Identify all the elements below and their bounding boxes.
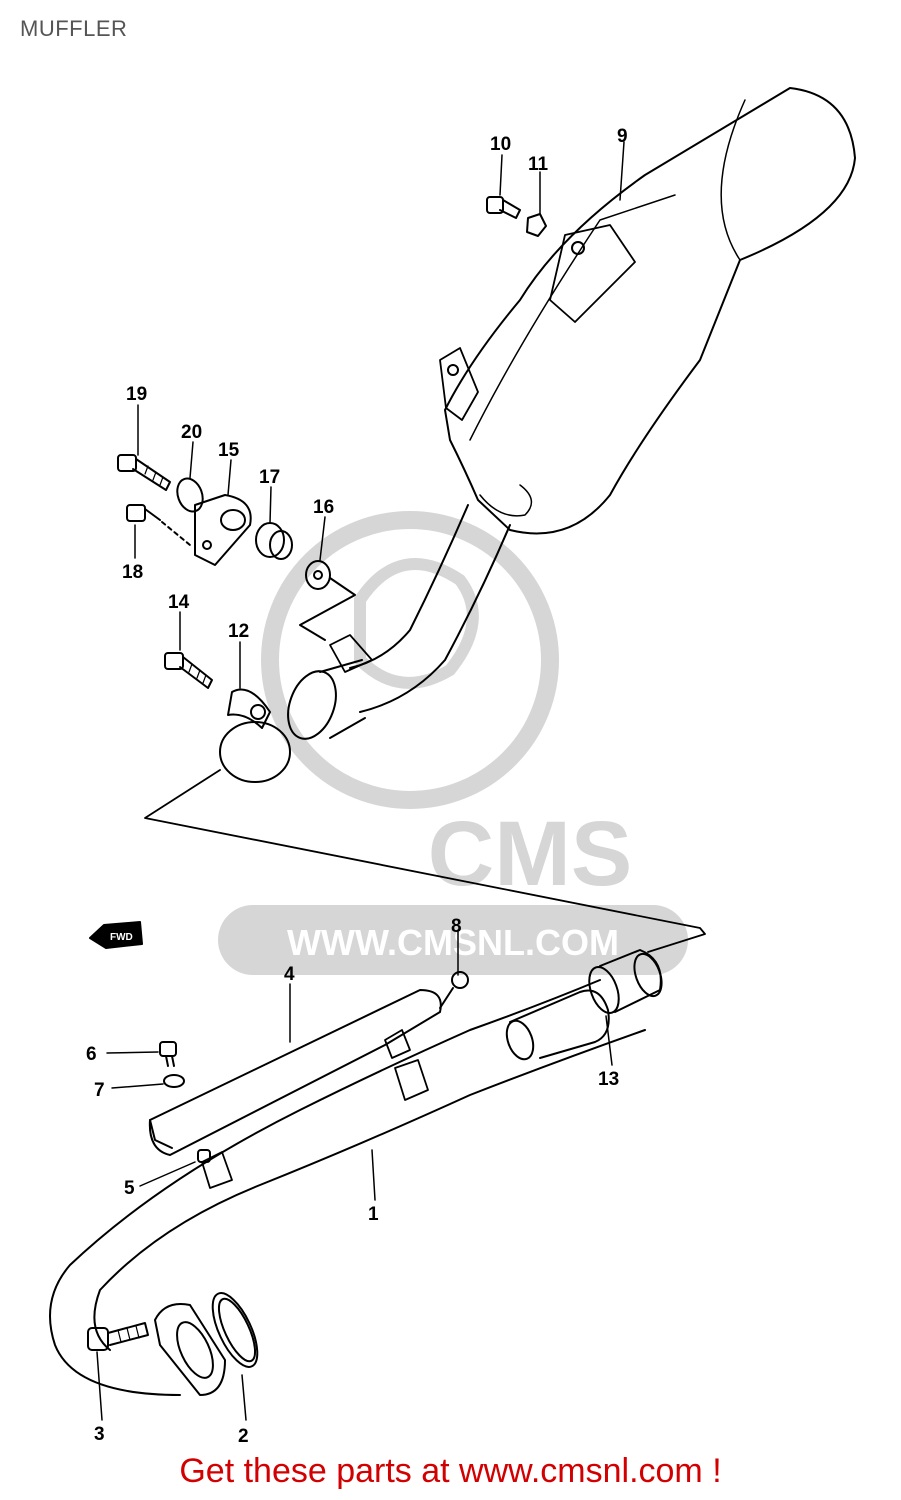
- watermark-ring: [261, 511, 559, 809]
- callout-19: 19: [126, 384, 147, 405]
- muffler-inlet-pipe: [287, 504, 511, 740]
- callout-11: 11: [528, 154, 549, 175]
- callout-3: 3: [94, 1424, 105, 1445]
- callout-13: 13: [598, 1069, 619, 1090]
- muffler-body: [439, 87, 856, 535]
- bolt-14: [164, 652, 213, 689]
- bolt-3: [87, 1322, 149, 1351]
- callout-16: 16: [313, 497, 334, 518]
- bolt-18: [126, 504, 191, 546]
- watermark-url: WWW.CMSNL.COM: [287, 922, 619, 963]
- callout-17: 17: [259, 467, 280, 488]
- nut-8: [439, 971, 469, 1009]
- callout-4: 4: [284, 964, 295, 985]
- footer-cta[interactable]: Get these parts at www.cmsnl.com !: [179, 1452, 722, 1490]
- bolt-10: [486, 196, 521, 219]
- grommet-17: [255, 522, 293, 560]
- exhaust-flange: [154, 1303, 226, 1396]
- fwd-direction-marker: [89, 921, 143, 949]
- callout-9: 9: [617, 126, 628, 147]
- washer-7: [163, 1074, 185, 1088]
- callout-10: 10: [490, 134, 511, 155]
- assembly-guide-line: [144, 769, 706, 953]
- callout-15: 15: [218, 440, 240, 461]
- gasket-13: [588, 949, 663, 1014]
- watermark: CMS WWW.CMSNL.COM: [218, 511, 688, 975]
- watermark-banner: [218, 905, 688, 975]
- callout-5: 5: [124, 1178, 135, 1199]
- clamp: [219, 688, 291, 783]
- heat-shield: [148, 989, 442, 1156]
- callout-18: 18: [122, 562, 143, 583]
- callout-1: 1: [368, 1204, 379, 1225]
- bracket-15: [194, 494, 252, 566]
- callout-numbers: 1 2 3 4 5 6 7 8 9 10 11 12 13 14 15 16 1…: [86, 126, 628, 1447]
- callout-6: 6: [86, 1044, 97, 1065]
- washer-20: [176, 477, 204, 513]
- bolt-19: [117, 454, 171, 491]
- callout-8: 8: [451, 916, 462, 937]
- fwd-label: FWD: [110, 932, 133, 943]
- bolt-6: [159, 1041, 177, 1067]
- page-title: MUFFLER: [20, 16, 128, 41]
- leader-lines: [96, 141, 625, 1421]
- nut-11: [526, 213, 547, 237]
- callout-14: 14: [168, 592, 190, 613]
- collar-16: [299, 560, 356, 641]
- callout-12: 12: [228, 621, 249, 642]
- callout-7: 7: [94, 1080, 105, 1101]
- watermark-brand: CMS: [428, 803, 632, 905]
- callout-20: 20: [181, 422, 202, 443]
- nut-5: [197, 1149, 211, 1163]
- gasket-ring-2: [211, 1292, 259, 1368]
- watermark-figure: [354, 558, 479, 689]
- exhaust-pipe: [49, 979, 646, 1396]
- callout-2: 2: [238, 1426, 249, 1447]
- arrow-left-icon: [89, 921, 143, 949]
